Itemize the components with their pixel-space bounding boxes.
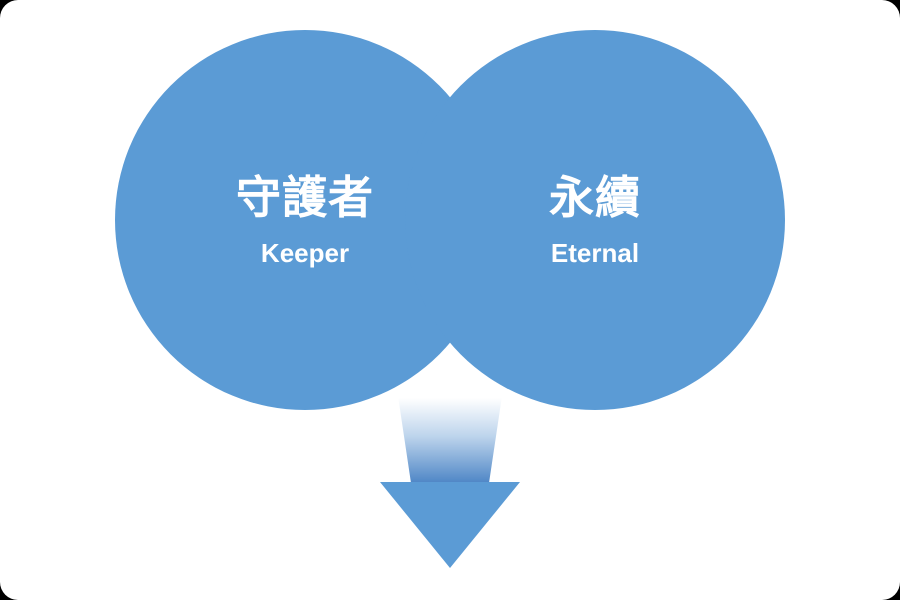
- down-arrow-head-icon: [380, 482, 520, 568]
- down-arrow-shaft: [398, 396, 502, 483]
- left-circle: [115, 30, 495, 410]
- right-circle: [405, 30, 785, 410]
